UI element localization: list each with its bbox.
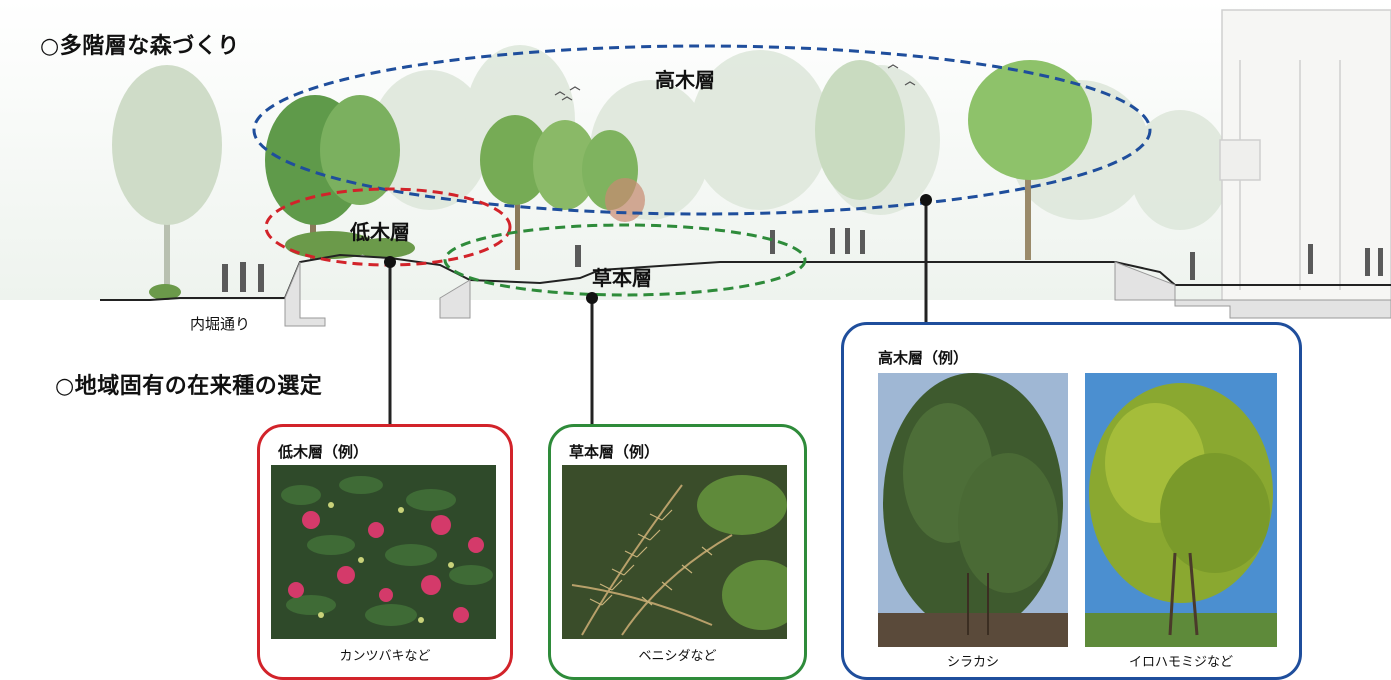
label-tall-layer: 高木層: [655, 68, 715, 92]
card-tall-layer: 高木層（例） シラカシ イロハモミジなど: [841, 322, 1302, 680]
forest-section-illustration: [0, 0, 1391, 327]
card-low-layer: 低木層（例） カンツバキなど: [257, 424, 513, 680]
street-tree: [112, 65, 222, 290]
photo-benishida: [562, 465, 787, 639]
card-tall-title: 高木層（例）: [878, 349, 969, 367]
heading-multilayer-forest: ○多階層な森づくり: [40, 34, 240, 59]
card-low-title: 低木層（例）: [278, 443, 369, 461]
card-herb-layer: 草本層（例） ベニシダなど: [548, 424, 807, 680]
heading-native-species: ○地域固有の在来種の選定: [55, 374, 323, 399]
foreground-trees: [265, 60, 1092, 270]
label-herb-layer: 草本層: [592, 266, 652, 290]
herb-layer-ellipse: [443, 223, 807, 297]
caption-shirakashi: シラカシ: [946, 655, 999, 670]
building: [1219, 9, 1391, 306]
card-herb-title: 草本層（例）: [569, 443, 660, 461]
birds: [554, 64, 916, 101]
tall-layer-ellipse: [252, 44, 1152, 216]
label-road: 内堀通り: [190, 315, 251, 333]
label-low-layer: 低木層: [350, 220, 410, 244]
caption-irohamomiji: イロハモミジなど: [1128, 655, 1233, 670]
caption-benishida: ベニシダなど: [638, 649, 717, 664]
photo-shirakashi: [878, 373, 1068, 647]
people: [222, 228, 1383, 292]
shrubs: [149, 231, 415, 300]
photo-irohamomiji: [1085, 373, 1277, 647]
retaining-walls: [284, 261, 1391, 327]
photo-kantsubaki: [271, 465, 496, 639]
caption-kantsubaki: カンツバキなど: [339, 649, 431, 664]
